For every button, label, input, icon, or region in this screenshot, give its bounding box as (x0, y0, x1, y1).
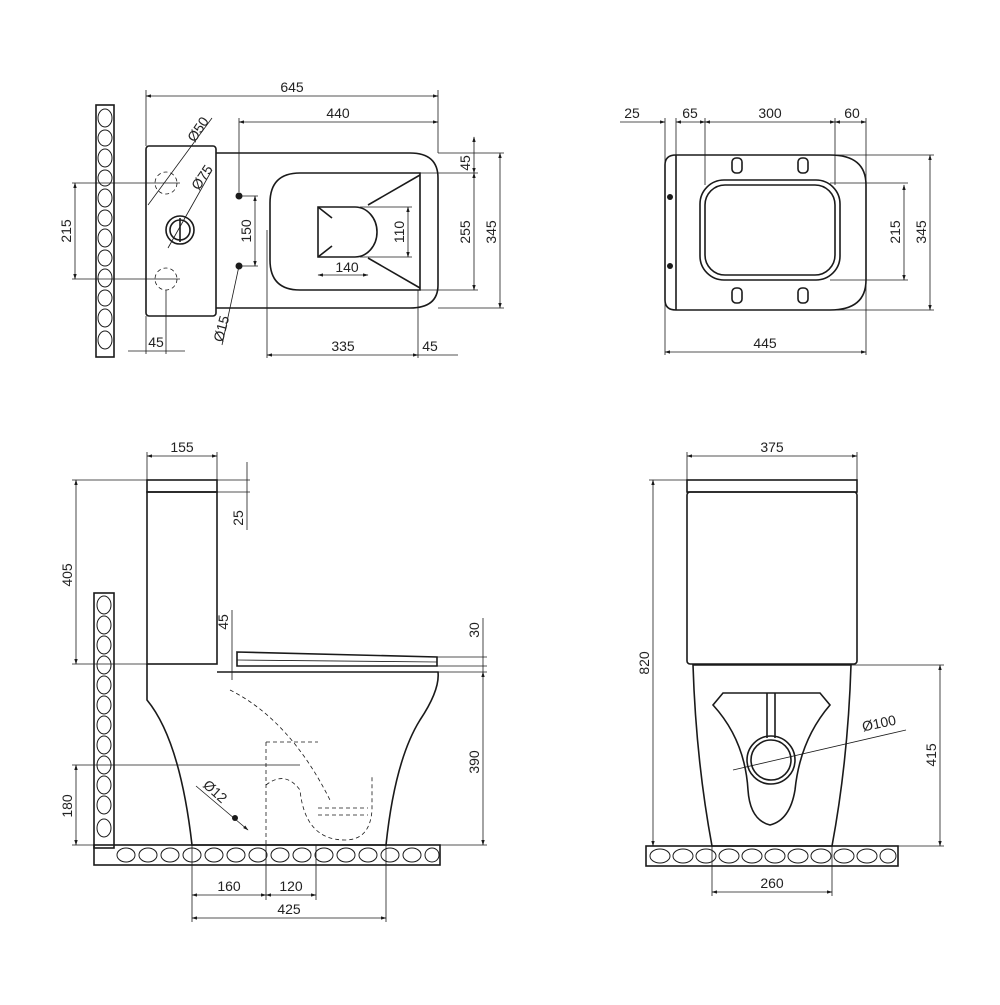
tank-lid-front (686, 479, 858, 493)
dim-820: 820 (636, 651, 652, 675)
trap-path (265, 741, 373, 845)
dim-65: 65 (682, 105, 698, 121)
tank-lid-side (146, 479, 218, 493)
dim-335: 335 (331, 338, 355, 354)
dim-255: 255 (457, 220, 473, 244)
dim-120: 120 (279, 878, 303, 894)
tank-outline-top (145, 145, 217, 317)
dim-30: 30 (466, 622, 482, 638)
seat-side (236, 651, 438, 667)
dim-25-seat: 25 (624, 105, 640, 121)
dim-345-seat: 345 (913, 220, 929, 244)
dim-45-top: 45 (457, 155, 473, 171)
dim-345-top: 345 (483, 220, 499, 244)
dim-645: 645 (280, 79, 304, 95)
outlet-front (746, 735, 796, 785)
bowl-outline-top (216, 152, 439, 309)
dim-405: 405 (59, 563, 75, 587)
dim-445: 445 (753, 335, 777, 351)
tank-body-front (686, 491, 858, 665)
dim-dia75: Ø75 (188, 162, 216, 193)
bowl-rim-top (269, 172, 421, 291)
dim-390: 390 (466, 750, 482, 774)
dim-dia100: Ø100 (861, 712, 898, 735)
side-view: 155 25 405 45 30 390 180 Ø12 160 120 425 (59, 439, 487, 922)
pedestal-recess (711, 692, 832, 826)
flush-button (165, 215, 195, 245)
tank-body-side (146, 491, 218, 665)
dim-300: 300 (758, 105, 782, 121)
floor-hatch-front (645, 845, 899, 867)
dim-415: 415 (923, 743, 939, 767)
dim-260: 260 (760, 875, 784, 891)
dim-dia15: Ø15 (210, 314, 232, 344)
seat-opening-outer (699, 179, 841, 281)
dim-45-rear: 45 (422, 338, 438, 354)
seat-opening-inner (704, 184, 836, 276)
front-view: 375 820 Ø100 415 260 (636, 439, 944, 896)
dim-dia50: Ø50 (184, 114, 212, 145)
dim-45-side: 45 (215, 614, 231, 630)
bowl-opening (317, 206, 378, 258)
dim-440: 440 (326, 105, 350, 121)
pedestal-front (692, 664, 852, 847)
dim-155: 155 (170, 439, 194, 455)
dim-dia12: Ø12 (200, 776, 231, 806)
top-view: 645 440 215 Ø50 Ø75 150 Ø15 140 110 45 2… (58, 79, 504, 358)
dim-110: 110 (391, 221, 407, 244)
dim-140: 140 (335, 259, 359, 275)
dim-25-lid: 25 (230, 510, 246, 526)
wall-hatch-top (95, 104, 115, 358)
dim-375: 375 (760, 439, 784, 455)
dim-215-top: 215 (58, 219, 74, 243)
dim-60: 60 (844, 105, 860, 121)
seat-view: 25 65 300 60 215 345 445 (620, 105, 934, 355)
seat-outline (664, 154, 867, 311)
dim-425: 425 (277, 901, 301, 917)
bowl-outline-side (146, 664, 439, 846)
dim-180: 180 (59, 794, 75, 818)
wall-hatch-side (93, 592, 441, 866)
dim-160: 160 (217, 878, 241, 894)
dim-150: 150 (238, 219, 254, 243)
fixing-hole (232, 815, 238, 821)
dim-215-seat: 215 (887, 220, 903, 244)
dim-45-tank: 45 (148, 334, 164, 350)
